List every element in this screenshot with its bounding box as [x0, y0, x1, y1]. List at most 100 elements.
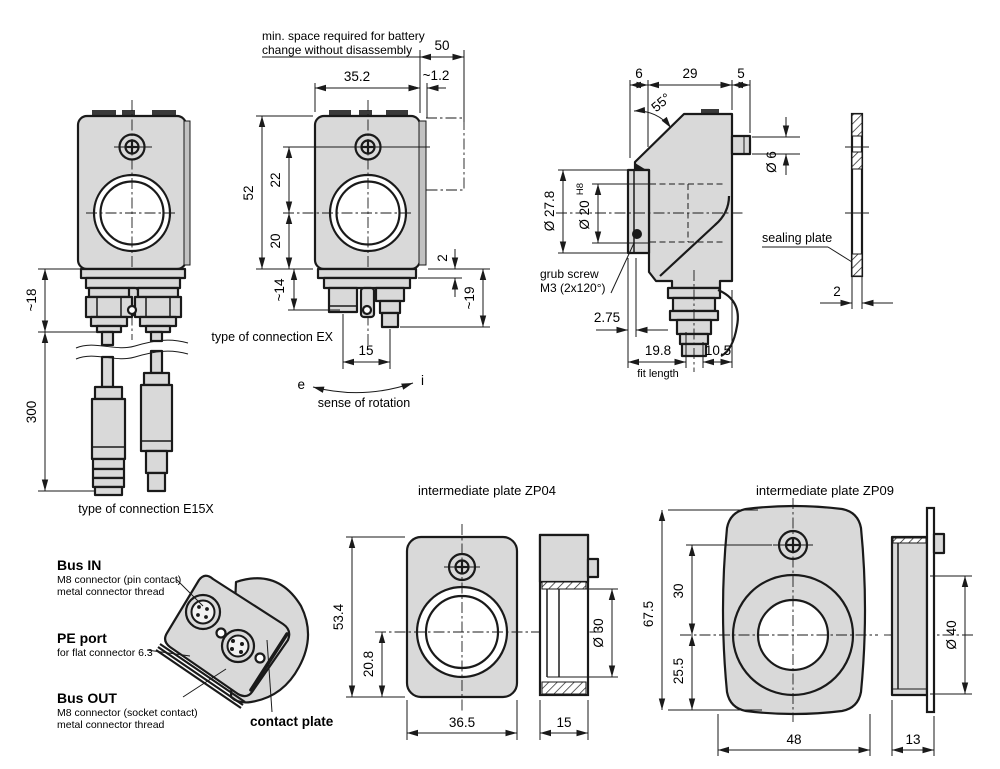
cables-and-connectors	[75, 330, 189, 497]
dim-36-5: 36.5	[406, 700, 518, 740]
shaft-collar	[626, 168, 651, 255]
front-view-ex: min. space required for battery change w…	[211, 29, 490, 410]
bottom-connector	[666, 270, 739, 372]
dim-seal-2: 2	[820, 276, 893, 309]
svg-text:48: 48	[786, 732, 801, 747]
svg-text:grub screw: grub screw	[540, 267, 599, 281]
svg-text:~14: ~14	[272, 278, 287, 301]
screw	[777, 529, 809, 561]
dim-20: 20	[268, 213, 293, 269]
svg-text:2: 2	[833, 284, 841, 299]
svg-text:36.5: 36.5	[449, 715, 475, 730]
grub-screw-label: grub screw M3 (2x120°)	[540, 242, 635, 295]
bus-out-label: Bus OUT M8 connector (socket contact) me…	[57, 668, 227, 731]
dim-30: 30	[671, 544, 772, 635]
svg-text:metal connector thread: metal connector thread	[57, 586, 165, 598]
svg-text:Bus OUT: Bus OUT	[57, 690, 117, 706]
svg-text:M8 connector (socket contact): M8 connector (socket contact)	[57, 707, 198, 719]
svg-text:52: 52	[241, 185, 256, 200]
dim-50: 50	[419, 38, 465, 122]
dim-53-4: 53.4	[331, 536, 405, 698]
bus-out-connector	[220, 628, 256, 664]
dim-2-75: 2.75	[594, 258, 668, 368]
svg-text:19.8: 19.8	[645, 343, 671, 358]
svg-text:20: 20	[268, 233, 283, 248]
svg-text:6: 6	[635, 66, 643, 81]
dim-18: ~18	[24, 268, 96, 333]
svg-text:22: 22	[268, 172, 283, 187]
zp04-title: intermediate plate ZP04	[418, 483, 556, 498]
screw	[447, 552, 477, 582]
svg-text:53.4: 53.4	[331, 603, 346, 630]
zp04-plate-side	[538, 533, 600, 697]
svg-text:Ø 30: Ø 30	[591, 618, 606, 647]
dim-25-5: 25.5	[671, 635, 696, 710]
zp09-title: intermediate plate ZP09	[756, 483, 894, 498]
connector-3d-view: Bus IN M8 connector (pin contact) metal …	[57, 557, 334, 731]
dim-15: 15	[342, 314, 391, 369]
housing-tab	[122, 110, 135, 117]
svg-text:for flat connector 6.3: for flat connector 6.3	[57, 647, 153, 659]
sealing-plate	[850, 112, 864, 278]
svg-text:M8 connector (pin contact): M8 connector (pin contact)	[57, 574, 181, 586]
dim-2: 2	[418, 249, 490, 297]
svg-text:contact plate: contact plate	[250, 714, 334, 729]
pe-contact-hole	[254, 652, 266, 664]
dim-dia30: Ø 30	[566, 588, 618, 678]
svg-text:29: 29	[682, 66, 697, 81]
svg-text:20.8: 20.8	[361, 651, 376, 677]
dim-label: ~18	[24, 289, 39, 312]
cable-gland-assembly	[79, 267, 187, 334]
dim-14: ~14	[272, 269, 340, 311]
svg-text:30: 30	[671, 583, 686, 598]
rotation-i: i	[421, 373, 424, 388]
dim-20-8: 20.8	[361, 632, 386, 697]
dim-13: 13	[891, 700, 935, 756]
dim-19-8: 19.8 fit length	[628, 332, 687, 380]
housing-tab	[92, 110, 116, 117]
screw	[118, 133, 146, 161]
rotation-e: e	[297, 377, 305, 392]
svg-text:Ø 27.8: Ø 27.8	[542, 191, 557, 232]
svg-text:50: 50	[434, 38, 449, 53]
dim-1-2: ~1.2	[402, 68, 449, 118]
svg-text:67.5: 67.5	[641, 601, 656, 627]
dim-10-5: 10.5	[702, 290, 733, 368]
dim-52: 52	[241, 115, 313, 270]
housing-inner-edge	[659, 195, 731, 277]
dim-dia6: Ø 6	[752, 117, 800, 175]
bus-in-connector	[184, 593, 222, 631]
svg-text:Ø 6: Ø 6	[764, 151, 779, 173]
dim-dia20-h8: Ø 20 H8	[575, 183, 648, 244]
svg-text:metal connector thread: metal connector thread	[57, 719, 165, 731]
dim-300: 300	[24, 332, 95, 492]
svg-text:55°: 55°	[648, 90, 673, 115]
svg-text:15: 15	[556, 715, 571, 730]
dim-67-5: 67.5	[641, 509, 762, 711]
angle-55: 55°	[633, 90, 674, 129]
housing-tab	[152, 110, 176, 117]
housing-tab	[359, 110, 372, 117]
battery-space-note: min. space required for battery change w…	[262, 29, 425, 58]
fit-length-label: fit length	[637, 368, 679, 380]
svg-text:Bus IN: Bus IN	[57, 557, 101, 573]
svg-text:Ø 20: Ø 20	[577, 200, 592, 229]
housing-side-strip	[183, 120, 191, 266]
dim-19: ~19	[400, 269, 490, 328]
svg-text:2: 2	[435, 254, 450, 262]
housing-tab	[329, 110, 351, 117]
svg-text:min. space required for batter: min. space required for battery	[262, 29, 425, 43]
pe-contact-hole	[215, 627, 227, 639]
dim-22: 22	[268, 147, 293, 213]
housing-tab	[386, 110, 408, 117]
dim-35-2: 35.2	[314, 69, 420, 112]
zp09-view: intermediate plate ZP09 67.5 30	[641, 483, 975, 756]
front-view-e15x: ~18 300 type of connection E15X	[24, 100, 214, 516]
dim-label: 300	[24, 401, 39, 424]
grub-screw-dot	[632, 229, 642, 239]
sealing-plate-view: sealing plate 2	[762, 112, 893, 309]
pe-port-label: PE port for flat connector 6.3	[57, 630, 191, 659]
screw	[354, 133, 382, 161]
battery-space-outline	[426, 117, 465, 191]
